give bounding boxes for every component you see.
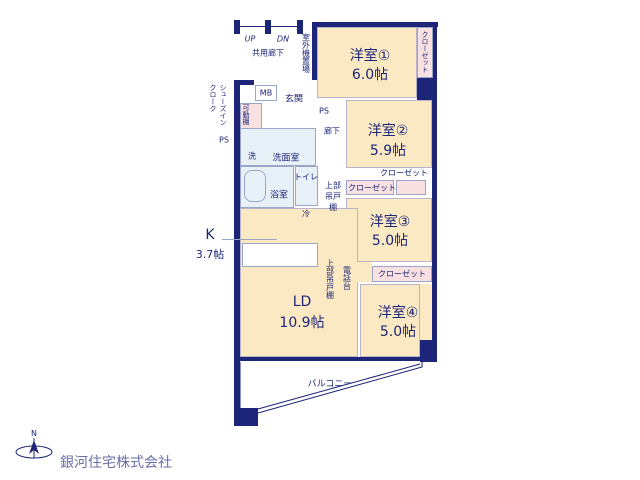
upper-cabinet-label: 上部吊戸棚 (325, 259, 335, 299)
room-1 (317, 27, 417, 98)
wall (312, 22, 438, 27)
company-logo: 銀河住宅株式会社 (60, 455, 172, 471)
room-2-size: 5.9帖 (369, 143, 407, 159)
phone-stand-label: 電話台 (342, 266, 352, 290)
kitchen-size: 3.7帖 (195, 248, 225, 261)
wall (312, 22, 317, 80)
room-3-size: 5.0帖 (371, 233, 409, 249)
closet-room3 (346, 180, 394, 195)
wall (420, 340, 437, 362)
balcony-label: バルコニー (307, 379, 353, 390)
closet-room2 (396, 180, 426, 195)
stairs-down-label: DN (276, 34, 290, 44)
wall (234, 20, 240, 34)
wall (265, 20, 271, 34)
room-4-ext (420, 284, 432, 340)
wall (234, 80, 240, 425)
corridor-label: 廊下 (324, 126, 340, 136)
bathtub (244, 170, 266, 202)
ld-name: LD (292, 294, 312, 310)
closet-label: クローゼット (380, 168, 428, 178)
room-3 (346, 198, 432, 262)
closet-label: クローゼット (421, 31, 429, 73)
closet-room1 (417, 27, 433, 78)
washroom-label: 洗面室 (272, 153, 300, 164)
outdoor-unit-label: 室外機置場 (301, 33, 311, 73)
stairs-up-label: UP (244, 34, 256, 44)
common-corridor-label: 共用廊下 (252, 48, 284, 58)
washroom (240, 128, 316, 166)
compass-icon: N (15, 429, 53, 459)
hall-niche (318, 262, 372, 282)
closet-label: クローゼット (378, 269, 426, 279)
room-1-name: 洋室① (349, 48, 391, 64)
wall (432, 22, 437, 342)
washer-label: 洗 (248, 151, 256, 161)
room-4-name: 洋室④ (377, 305, 419, 321)
leader-line (222, 239, 277, 240)
shoes-in-cloak-label: シューズインクローク (209, 84, 227, 126)
closet-label: クローゼット (348, 183, 396, 193)
room-3-name: 洋室③ (369, 214, 411, 230)
living-dining (240, 208, 358, 357)
wall (297, 20, 303, 34)
mb-box (255, 85, 277, 101)
ps-label: PS (319, 106, 329, 116)
toilet-label: トイレ (294, 172, 318, 182)
stair-line (240, 26, 297, 27)
kitchen-name: K (205, 227, 215, 243)
closet-room4 (372, 266, 432, 282)
ps-label: PS (219, 135, 229, 145)
room-2 (346, 100, 432, 168)
room-4-size: 5.0帖 (379, 324, 417, 340)
wall (240, 357, 435, 361)
ld-size: 10.9帖 (279, 315, 325, 331)
movable-shelf-label: 可動棚 (242, 104, 250, 125)
kitchen-counter (242, 243, 318, 267)
fridge-label: 冷 (302, 209, 310, 219)
room-1-size: 6.0帖 (351, 67, 389, 83)
wall (234, 80, 254, 85)
toilet-room (295, 166, 318, 206)
mb-label: MB (259, 88, 273, 98)
svg-text:N: N (31, 429, 37, 438)
entrance-label: 玄関 (284, 94, 304, 105)
bath-label: 浴室 (269, 190, 289, 201)
room-4 (360, 284, 420, 357)
room-2-name: 洋室② (367, 123, 409, 139)
upper-cabinet-label: 上部吊戸棚 (325, 181, 341, 212)
